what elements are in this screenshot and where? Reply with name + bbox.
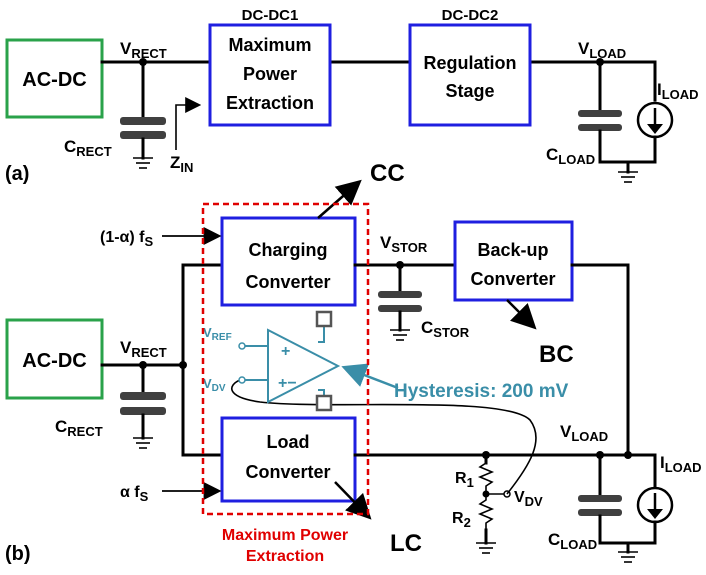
charge-fs-label: (1-α) fS — [100, 229, 154, 249]
comp-plus-sign: + — [281, 343, 290, 360]
ground-icon — [133, 437, 153, 449]
resistor-r1 — [477, 462, 495, 494]
mpe-dashed-region — [201, 202, 370, 516]
regulation-box — [408, 23, 532, 127]
lc-arrow — [334, 481, 372, 520]
vrect-label-a: VRECT — [120, 39, 167, 61]
charging-line1: Charging — [249, 240, 328, 260]
load-conv-line1: Load — [267, 432, 310, 452]
charging-converter-box — [220, 216, 357, 307]
mpe-label-line2: Extraction — [246, 548, 324, 565]
mpe-label-line1: Maximum Power — [222, 527, 348, 544]
vdv-feedback-wire — [231, 379, 537, 495]
mpe-line2-a: Power — [243, 64, 297, 84]
zin-arrow — [175, 97, 202, 150]
comparator-triangle — [267, 328, 341, 404]
cload-plate1-b — [578, 495, 622, 502]
load-enable-port — [315, 394, 333, 412]
cstor-plate1 — [378, 291, 422, 298]
reg-line2: Stage — [445, 81, 494, 101]
crect-plate1-a — [120, 117, 166, 125]
crect-label-b: CRECT — [55, 417, 103, 439]
ground-icon — [390, 329, 410, 341]
cload-plate2-b — [578, 509, 622, 516]
r1-label: R1 — [455, 470, 474, 490]
cstor-plate2 — [378, 305, 422, 312]
cc-arrow — [317, 179, 362, 219]
panel-a-label: (a) — [5, 163, 29, 185]
comp-out-load — [318, 389, 325, 396]
reg-line1: Regulation — [424, 53, 517, 73]
lc-label: LC — [390, 530, 422, 557]
crect-plate2-a — [120, 131, 166, 139]
zin-label: ZIN — [170, 153, 193, 175]
vref-label: VREF — [203, 325, 232, 343]
load-fs-label: α fS — [120, 484, 149, 504]
cc-label: CC — [370, 160, 405, 187]
vref-terminal — [238, 342, 246, 350]
acdc-box-a — [5, 38, 104, 119]
crect-label-a: CRECT — [64, 137, 112, 159]
iload-arrow-head-b — [647, 509, 663, 519]
mpe-line3-a: Extraction — [226, 93, 314, 113]
r2-label: R2 — [452, 510, 471, 530]
resistor-r2 — [477, 494, 495, 530]
comp-out-charging — [318, 326, 325, 343]
cload-plate2-a — [578, 124, 622, 131]
mpe-box-a — [208, 23, 332, 127]
backup-line1: Back-up — [477, 240, 548, 260]
ground-icon — [133, 157, 153, 169]
vload-label-b: VLOAD — [560, 422, 608, 444]
acdc-label-b: AC-DC — [22, 350, 86, 372]
ground-icon — [618, 171, 638, 183]
vload-label-a: VLOAD — [578, 39, 626, 61]
load-conv-line2: Converter — [245, 462, 330, 482]
acdc-box-b — [5, 318, 104, 400]
vstor-label: VSTOR — [380, 233, 428, 255]
hysteresis-label: Hysteresis: 200 mV — [394, 381, 569, 402]
panel-a: AC-DC VRECT CRECT ZIN DC-DC1 Maximum Pow… — [5, 7, 699, 185]
cload-label-b: CLOAD — [548, 530, 597, 552]
dcdc2-title: DC-DC2 — [442, 7, 499, 24]
load-converter-box — [220, 416, 357, 503]
iload-arrow-head-a — [647, 124, 663, 134]
dcdc1-title: DC-DC1 — [242, 7, 299, 24]
panel-b-label: (b) — [5, 543, 31, 565]
iload-label-b: ILOAD — [660, 453, 702, 475]
acdc-label-a: AC-DC — [22, 69, 86, 91]
cload-label-a: CLOAD — [546, 145, 595, 167]
vrect-label-b: VRECT — [120, 338, 167, 360]
vdv-comp-terminal — [238, 376, 246, 384]
hysteresis-arrow — [341, 363, 399, 390]
crect-plate2-b — [120, 407, 166, 415]
node-vload-b — [624, 451, 632, 459]
ground-icon — [476, 542, 496, 554]
vdv-comp-label: VDV — [203, 376, 226, 394]
cstor-label: CSTOR — [421, 318, 470, 340]
comp-minus-sign: +− — [278, 375, 297, 392]
iload-label-a: ILOAD — [657, 80, 699, 102]
backup-converter-box — [453, 220, 574, 302]
bc-label: BC — [539, 341, 574, 368]
bc-arrow — [506, 299, 537, 330]
crect-plate1-b — [120, 392, 166, 400]
mpe-line1-a: Maximum — [228, 35, 311, 55]
vdv-div-label: VDV — [514, 489, 543, 509]
panel-b: AC-DC VRECT CRECT Charging Converter (1-… — [5, 160, 702, 565]
cload-plate1-a — [578, 110, 622, 117]
charging-enable-port — [315, 310, 333, 328]
charging-line2: Converter — [245, 272, 330, 292]
ground-icon — [618, 551, 638, 563]
backup-line2: Converter — [470, 269, 555, 289]
